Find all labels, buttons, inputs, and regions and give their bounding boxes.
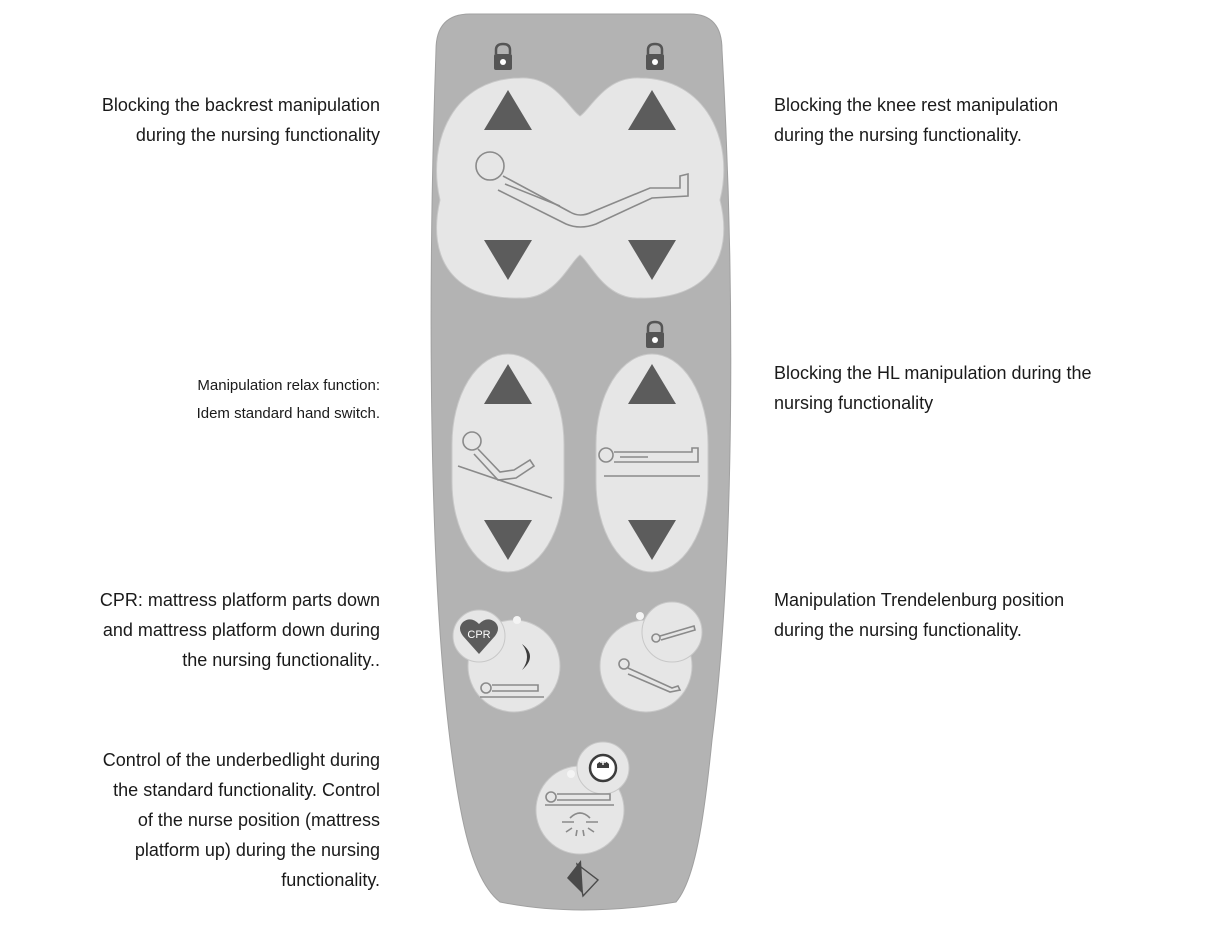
arrow-down-icon[interactable] bbox=[628, 240, 676, 280]
arrow-up-icon[interactable] bbox=[484, 90, 532, 130]
caption-line: Blocking the knee rest manipulation bbox=[774, 95, 1059, 115]
caption-line: during the nursing functionality. bbox=[774, 620, 1022, 640]
caption-line: the standard functionality. Control bbox=[113, 780, 380, 800]
caption-line: Manipulation Trendelenburg position bbox=[774, 590, 1065, 610]
caption-cpr: CPR: mattress platform parts down and ma… bbox=[0, 585, 380, 675]
arrow-down-icon[interactable] bbox=[484, 520, 532, 560]
caption-underbedlight: Control of the underbedlight during the … bbox=[0, 745, 380, 895]
arrow-up-icon[interactable] bbox=[484, 364, 532, 404]
brand-logo bbox=[567, 860, 600, 898]
trendelenburg-icon bbox=[618, 624, 696, 693]
caption-line: Idem standard hand switch. bbox=[196, 405, 380, 422]
relax-position-icon bbox=[457, 431, 553, 499]
arrow-up-icon[interactable] bbox=[628, 90, 676, 130]
caption-line: nursing functionality bbox=[774, 393, 934, 413]
caption-line: Blocking the backrest manipulation bbox=[101, 95, 380, 115]
relax-button[interactable] bbox=[451, 353, 565, 573]
status-led bbox=[567, 770, 575, 778]
cpr-label: CPR bbox=[467, 629, 490, 641]
caption-line: the nursing functionality.. bbox=[182, 650, 380, 670]
flat-position-icon bbox=[598, 447, 700, 477]
lock-icon bbox=[646, 42, 664, 70]
patient-bed-icon bbox=[545, 791, 614, 806]
caption-backrest-lock: Blocking the backrest manipulation durin… bbox=[0, 90, 380, 150]
caption-line: during the nursing functionality bbox=[135, 125, 380, 145]
caption-line: platform up) during the nursing bbox=[134, 840, 380, 860]
arrow-down-icon[interactable] bbox=[628, 520, 676, 560]
nurse-icon bbox=[588, 753, 618, 783]
moon-icon bbox=[522, 644, 530, 670]
lock-icon bbox=[646, 320, 664, 348]
caption-trendelenburg: Manipulation Trendelenburg position duri… bbox=[774, 585, 1204, 645]
caption-line: and mattress platform down during bbox=[102, 620, 380, 640]
arrow-up-icon[interactable] bbox=[628, 364, 676, 404]
light-icon bbox=[562, 812, 598, 837]
caption-kneerest-lock: Blocking the knee rest manipulation duri… bbox=[774, 90, 1204, 150]
patient-bed-icon bbox=[475, 151, 689, 228]
heart-icon bbox=[460, 619, 498, 654]
caption-hl-lock: Blocking the HL manipulation during the … bbox=[774, 358, 1210, 418]
arrow-down-icon[interactable] bbox=[484, 240, 532, 280]
lock-icon bbox=[494, 42, 512, 70]
caption-relax: Manipulation relax function: Idem standa… bbox=[0, 372, 380, 428]
caption-line: CPR: mattress platform parts down bbox=[99, 590, 380, 610]
caption-line: Manipulation relax function: bbox=[197, 377, 380, 394]
caption-line: Blocking the HL manipulation during the bbox=[774, 363, 1092, 383]
caption-line: during the nursing functionality. bbox=[774, 125, 1022, 145]
status-led bbox=[513, 616, 521, 624]
patient-bed-icon bbox=[480, 682, 544, 698]
caption-line: functionality. bbox=[281, 870, 380, 890]
status-led bbox=[636, 612, 644, 620]
hl-button[interactable] bbox=[595, 353, 709, 573]
caption-line: Control of the underbedlight during bbox=[102, 750, 380, 770]
caption-line: of the nurse position (mattress bbox=[137, 810, 380, 830]
